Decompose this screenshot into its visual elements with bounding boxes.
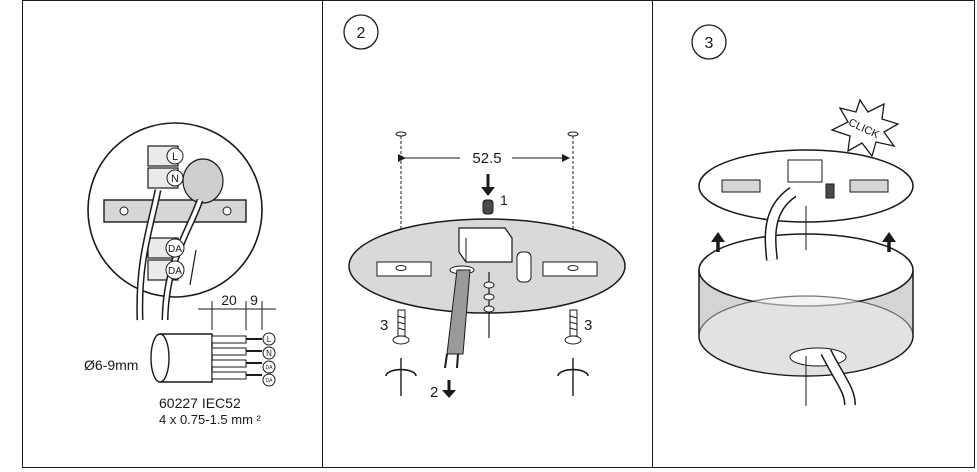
- cable-diameter-label: Ø6-9mm: [84, 357, 138, 373]
- ceiling-plate: [698, 149, 914, 223]
- wire-mark-n: N: [266, 349, 272, 358]
- strip-dimension: 20 9: [198, 292, 276, 330]
- panel-step-3: [652, 0, 975, 468]
- terminal-da-2: DA: [168, 266, 182, 277]
- wire-mark-l: L: [267, 335, 272, 344]
- hole-spacing-label: 52.5: [472, 150, 501, 167]
- wire-mark-da-2: DA: [266, 378, 274, 384]
- wire-marks: L N DA DA: [262, 332, 276, 387]
- terminal-labels: L N DA DA: [165, 147, 185, 280]
- step-number-3: 3: [705, 35, 714, 52]
- label-2: 2: [430, 384, 438, 401]
- click-burst: CLICK: [830, 98, 900, 158]
- step-badge-2: [343, 14, 379, 50]
- cable-spec-line-1: 60227 IEC52: [159, 395, 241, 411]
- strip-dim-20: 20: [221, 292, 237, 308]
- screw-right: [557, 309, 589, 396]
- down-arrow-1: [481, 174, 495, 196]
- hole-spacing-dimension: 52.5: [395, 131, 579, 262]
- mounting-plate: [348, 199, 626, 369]
- step-number-2: 2: [357, 25, 366, 42]
- down-arrow-2: [442, 380, 456, 398]
- wire-mark-da-1: DA: [266, 365, 274, 371]
- screw-label-right: 3: [584, 317, 592, 334]
- step-badge-3: [691, 24, 727, 60]
- screw-left: [385, 309, 417, 396]
- lamp-body: [698, 187, 914, 406]
- cable-illustration: [150, 333, 262, 383]
- panel-step-2: [322, 0, 653, 468]
- terminal-da-1: DA: [168, 244, 182, 255]
- strip-dim-9: 9: [250, 292, 258, 308]
- cable-spec-line-2: 4 x 0.75-1.5 mm ²: [159, 412, 262, 427]
- label-1: 1: [500, 192, 508, 208]
- terminal-l: L: [172, 151, 178, 163]
- screw-label-left: 3: [380, 317, 388, 334]
- up-arrow-right: [882, 232, 896, 252]
- up-arrow-left: [711, 232, 725, 252]
- panel-step-1: [22, 0, 323, 468]
- terminal-n: N: [171, 173, 179, 185]
